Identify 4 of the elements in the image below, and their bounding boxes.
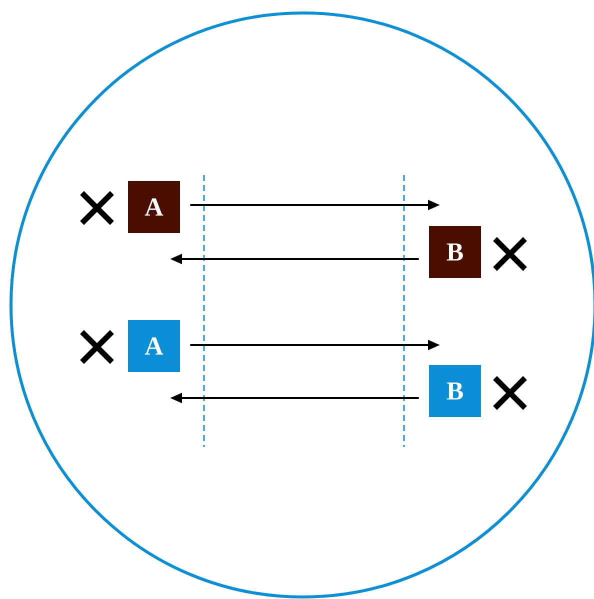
letter-box: B [429, 226, 481, 278]
letter-box: B [429, 365, 481, 417]
letter-box: A [128, 320, 180, 372]
letter-box: A [128, 181, 180, 233]
